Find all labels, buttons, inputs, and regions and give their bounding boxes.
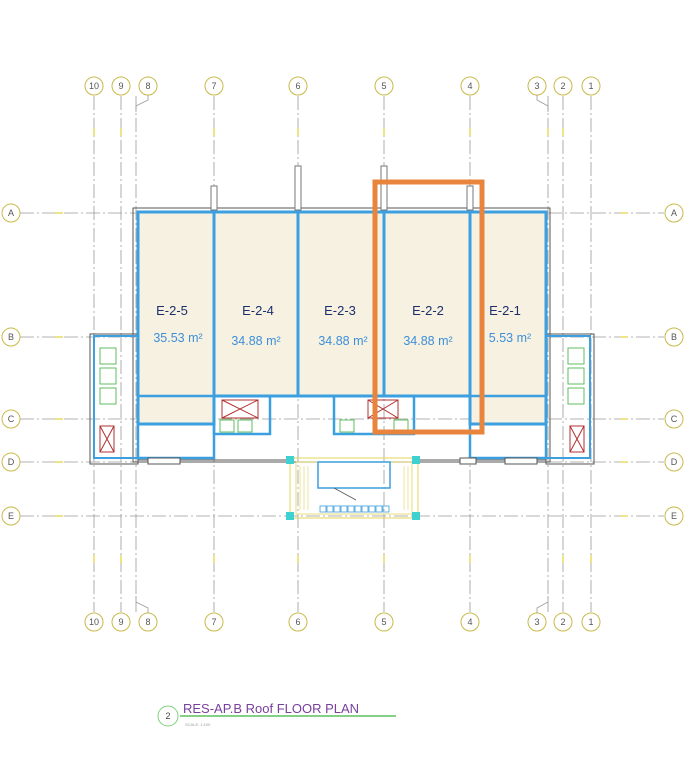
grid-bubbles-rows (1, 203, 684, 526)
vent-pipes (210, 165, 474, 211)
unit-rooms (136, 210, 548, 426)
grid-label-col-top: 2 (560, 81, 565, 91)
grid-label-col-bottom: 4 (467, 617, 472, 627)
unit-name-label: E-2-4 (242, 303, 274, 318)
fixtures (99, 347, 585, 433)
grid-label-col-top: 7 (211, 81, 216, 91)
unit-area-label: 35.53 m² (153, 331, 202, 345)
grid-label-row-left: C (8, 414, 15, 424)
unit-labels: E-2-5 35.53 m² E-2-4 34.88 m² E-2-3 34.8… (153, 303, 531, 348)
dimension-ticks (55, 128, 628, 563)
staircase (286, 456, 420, 520)
unit-room-e-2-5 (136, 210, 216, 426)
corridor (138, 457, 546, 465)
grid-label-col-bottom: 1 (588, 617, 593, 627)
title-block: 2 RES-AP.B Roof FLOOR PLAN SCALE: 1:100 (157, 701, 396, 727)
unit-name-label: E-2-5 (156, 303, 188, 318)
unit-area-label: 34.88 m² (403, 334, 452, 348)
grid-labels: 10 9 8 7 6 5 4 3 2 1 10 9 8 7 6 5 4 3 2 … (8, 81, 678, 627)
unit-area-label: 5.53 m² (489, 331, 531, 345)
grid-bubbles-top (84, 76, 601, 112)
grid-label-row-right: E (671, 511, 677, 521)
drawing-number-bubble (157, 705, 179, 727)
unit-room-e-2-2 (382, 210, 472, 398)
drawing-scale: SCALE: 1:100 (185, 722, 211, 727)
unit-name-label: E-2-2 (412, 303, 444, 318)
grid-label-col-bottom: 6 (295, 617, 300, 627)
unit-name-label: E-2-3 (324, 303, 356, 318)
unit-area-label: 34.88 m² (231, 334, 280, 348)
grid-label-col-top: 3 (534, 81, 539, 91)
grid-label-row-left: E (8, 511, 14, 521)
grid-label-col-top: 8 (145, 81, 150, 91)
grid-label-col-top: 1 (588, 81, 593, 91)
grid-label-col-bottom: 8 (145, 617, 150, 627)
grid-label-col-top: 5 (381, 81, 386, 91)
grid-label-row-right: D (671, 457, 678, 467)
grid-bubbles-bottom (84, 596, 601, 632)
grid-label-col-bottom: 3 (534, 617, 539, 627)
grid-label-col-bottom: 10 (89, 617, 99, 627)
grid-label-row-left: A (8, 208, 14, 218)
drawing-number: 2 (165, 711, 170, 721)
grid-label-col-bottom: 9 (118, 617, 123, 627)
drawing-title: RES-AP.B Roof FLOOR PLAN (183, 701, 359, 716)
grid-label-row-right: B (671, 332, 677, 342)
unit-name-label: E-2-1 (489, 303, 521, 318)
grid-label-row-left: D (8, 457, 15, 467)
shafts (99, 399, 585, 453)
grid-label-row-right: C (671, 414, 678, 424)
grid-label-row-right: A (671, 208, 677, 218)
grid-label-row-left: B (8, 332, 14, 342)
grid-label-col-top: 6 (295, 81, 300, 91)
unit-area-label: 34.88 m² (318, 334, 367, 348)
grid-label-col-top: 4 (467, 81, 472, 91)
grid-label-col-bottom: 2 (560, 617, 565, 627)
grid-label-col-top: 9 (118, 81, 123, 91)
selected-unit-highlight (372, 179, 485, 435)
grid-label-col-bottom: 7 (211, 617, 216, 627)
grid-label-col-top: 10 (89, 81, 99, 91)
grid-label-col-bottom: 5 (381, 617, 386, 627)
